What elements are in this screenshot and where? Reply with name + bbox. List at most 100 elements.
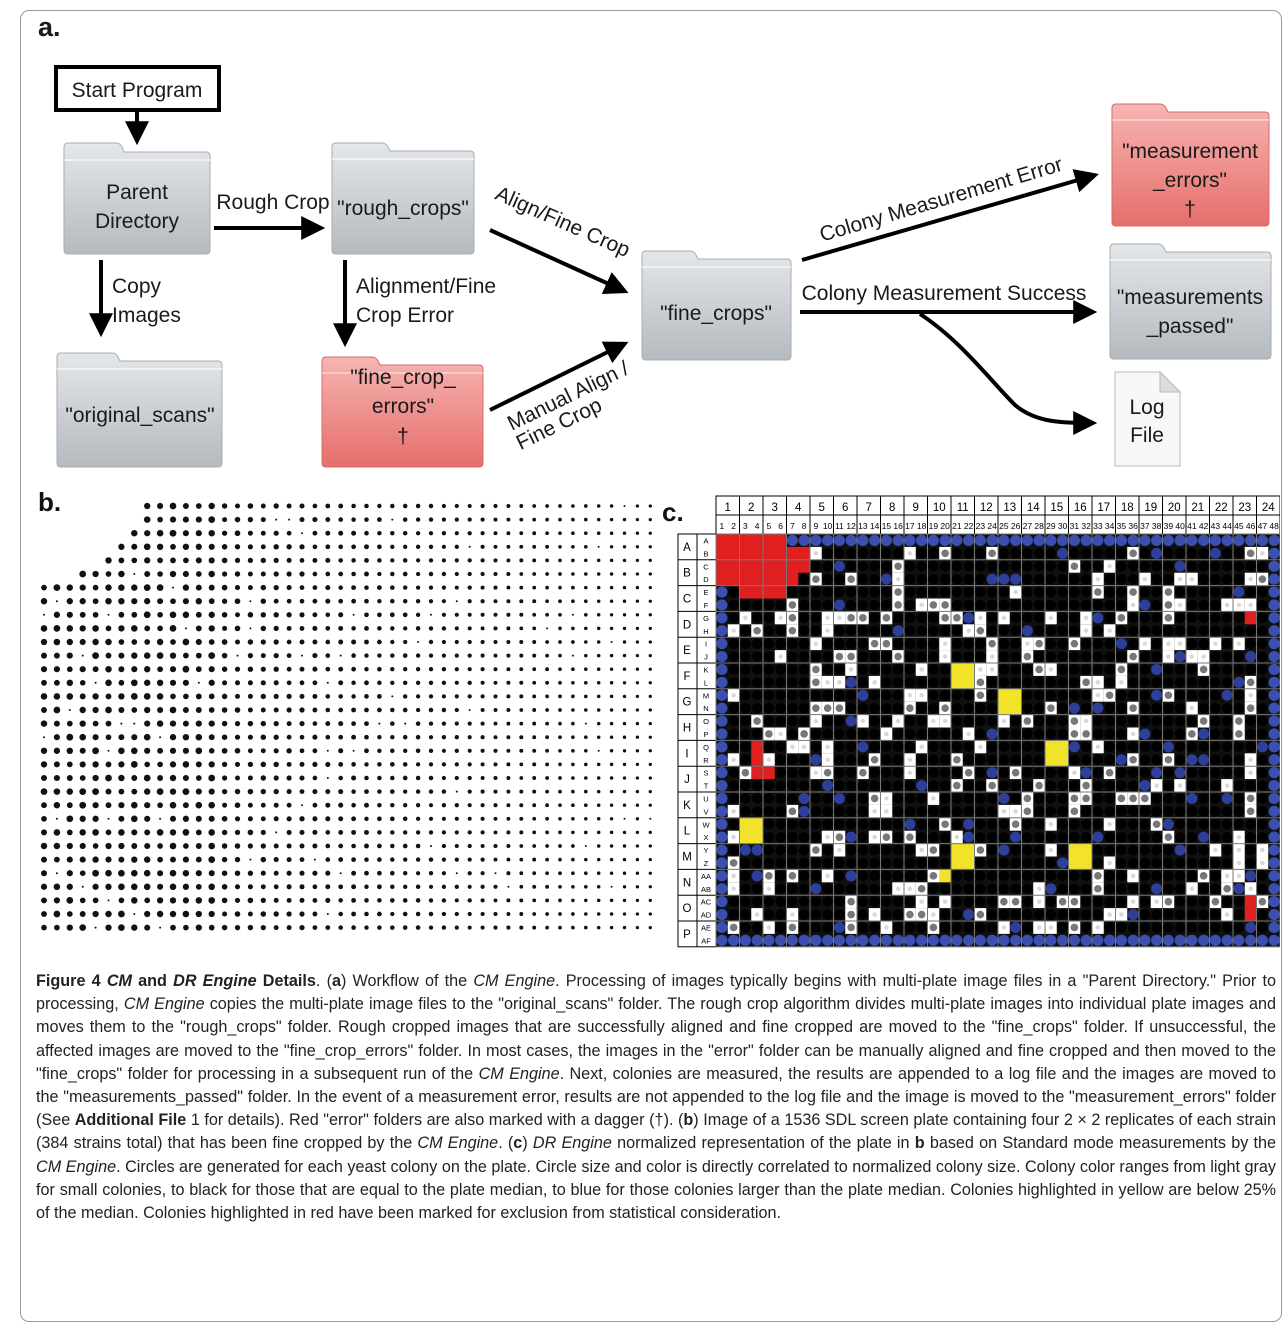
grid-subcolumn-label: 48 [1269,521,1279,531]
grid-row-label: E [683,645,691,657]
measurement-success-label: Colony Measurement Success [802,282,1087,305]
caption-cm-engine-1: CM Engine [473,972,556,990]
grid-subrow-label: AF [701,936,711,945]
caption-fig-label: Figure 4 [36,972,101,990]
grid-column-label: 20 [1168,502,1181,514]
fine-crops-label: "fine_crops" [660,302,772,325]
fine-crop-errors-folder: "fine_crop_ errors" † [321,356,484,468]
grid-column-label: 9 [913,502,919,514]
grid-subcolumn-label: 29 [1046,521,1056,531]
caption-s3: . Processing of images typically begins … [36,972,1276,1014]
grid-subcolumn-label: 12 [846,521,856,531]
grid-row-label: B [683,568,691,580]
caption-s7: ) Image of a 1536 SDL screen plate conta… [36,1111,1276,1153]
grid-column-label: 3 [772,502,778,514]
grid-subrow-label: Q [703,743,709,752]
grid-subcolumn-label: 33 [1093,521,1103,531]
caption-s9: ) [522,1134,533,1153]
grid-subcolumn-label: 22 [964,521,974,531]
grid-subrow-label: A [703,536,708,545]
grid-subcolumn-label: 23 [976,521,986,531]
parent-directory-folder: Parent Directory [63,142,211,255]
grid-column-label: 17 [1097,502,1110,514]
grid-lines [715,533,1280,948]
caption-panel-c: c [513,1134,523,1153]
grid-row-label: D [683,619,691,631]
grid-subrow-label: M [703,691,709,700]
grid-column-label: 6 [842,502,848,514]
caption-panel-b-2: b [914,1134,925,1153]
caption-s10: normalized representation of the plate i… [611,1134,915,1153]
workflow-diagram: a. Start Program Parent Directory Rough … [38,12,1272,468]
grid-subcolumn-label: 8 [802,521,807,531]
original-scans-label: "original_scans" [65,404,214,427]
measurement-errors-folder: "measurement _errors" † [1111,103,1270,227]
grid-subcolumn-label: 38 [1152,521,1162,531]
plate-colony-dots [40,502,652,931]
caption-additional-file: Additional File [74,1111,187,1130]
measurements-passed-label-1: "measurements [1117,286,1263,309]
caption-s6: 1 for details). Red "error" folders are … [186,1111,684,1130]
grid-subcolumn-label: 40 [1175,521,1185,531]
grid-column-label: 1 [725,502,731,514]
parent-directory-label-1: Parent [106,181,168,204]
caption-panel-b: b [683,1111,694,1130]
grid-subcolumn-label: 25 [999,521,1009,531]
grid-subrow-label: L [704,678,708,687]
grid-subrow-label: R [703,756,709,765]
fine-crop-errors-label-2: errors" [372,395,434,418]
grid-row-label: M [682,852,692,864]
measurement-errors-label-2: _errors" [1152,169,1227,192]
grid-column-label: 23 [1238,502,1251,514]
figure-caption: Figure 4 CM and DR Engine Details. (a) W… [36,970,1276,1225]
grid-column-label: 14 [1027,502,1040,514]
measurement-errors-label-1: "measurement [1122,140,1258,163]
panel-c-letter: c. [662,497,684,527]
grid-subcolumn-label: 15 [882,521,892,531]
grid-subcolumn-label: 44 [1222,521,1232,531]
grid-subcolumn-label: 27 [1023,521,1033,531]
grid-row-label: K [683,800,691,812]
grid-row-label: F [683,671,690,683]
grid-column-label: 2 [748,502,754,514]
grid-subrow-label: K [703,665,708,674]
grid-subrow-label: J [704,653,708,662]
grid-subrow-label: H [703,627,708,636]
grid-subcolumn-label: 21 [952,521,962,531]
grid-column-label: 12 [980,502,993,514]
grid-subcolumn-label: 20 [940,521,950,531]
caption-s4: copies the multi-plate image files to th… [36,995,1276,1083]
manual-align-arrow [489,341,629,412]
panel-b-letter: b. [38,487,62,517]
grid-subrow-label: AE [701,923,711,932]
grid-row-label: I [685,748,688,760]
grid-subcolumn-label: 17 [905,521,915,531]
grid-subrow-label: X [703,833,708,842]
measurement-error-label: Colony Measurement Error [817,153,1065,247]
grid-column-label: 4 [795,502,802,514]
grid-subcolumn-label: 19 [929,521,939,531]
caption-cm: CM [106,972,132,990]
grid-row-label: N [683,877,691,889]
caption-cm-engine-3: CM Engine [478,1064,560,1083]
panel-a-letter: a. [38,12,61,42]
grid-subcolumn-label: 5 [767,521,772,531]
grid-column-label: 18 [1121,502,1134,514]
caption-s8: . ( [498,1134,514,1153]
grid-subcolumn-label: 32 [1081,521,1091,531]
grid-subcolumn-label: 2 [731,521,736,531]
grid-row-label: L [684,826,691,838]
grid-subcolumn-label: 26 [1011,521,1021,531]
measurement-error-arrow [801,169,1099,262]
measurements-passed-folder: "measurements _passed" [1109,243,1272,360]
caption-cm-engine-4: CM Engine [417,1134,499,1153]
grid-column-label: 19 [1144,502,1157,514]
grid-subcolumn-label: 16 [893,521,903,531]
grid-subrow-label: N [703,704,708,713]
grid-column-label: 5 [819,502,825,514]
alignment-error-label-1: Alignment/Fine [356,275,496,298]
grid-subcolumn-label: 42 [1199,521,1209,531]
grid-subrow-label: G [703,614,709,623]
copy-label-2: Images [112,304,181,327]
